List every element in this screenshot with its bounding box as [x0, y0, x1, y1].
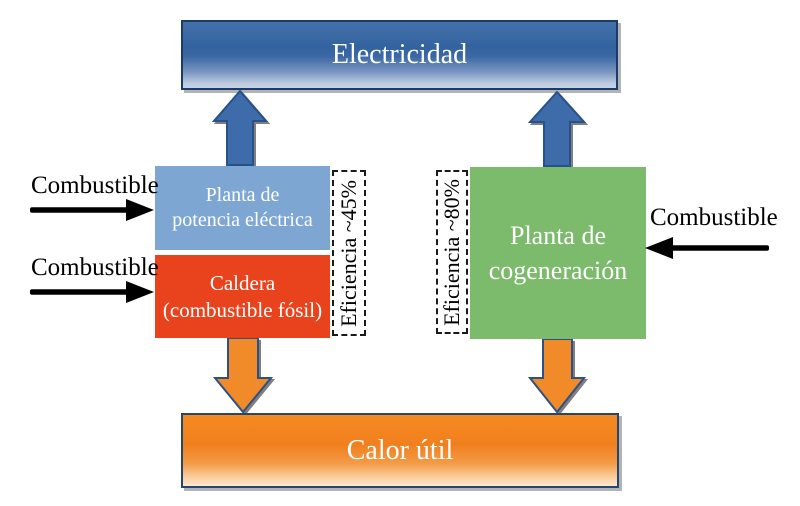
- efficiency-tag-separate: Eficiencia ~45%: [332, 170, 366, 336]
- heat-flow-down-arrow-left: [213, 338, 273, 413]
- power-plant-label-line2: potencia eléctrica: [172, 209, 313, 231]
- fuel-label-cogeneration: Combustible: [650, 204, 778, 231]
- fuel-input-arrow-cogeneration: [645, 237, 769, 259]
- electricity-label: Electricidad: [331, 39, 468, 70]
- fuel-label-power-plant: Combustible: [31, 172, 159, 199]
- electricity-bar: Electricidad: [181, 20, 618, 90]
- fuel-input-arrow-power-plant: [30, 199, 154, 221]
- efficiency-tag-cogeneration: Eficiencia ~80%: [436, 170, 468, 334]
- heat-flow-down-arrow-right: [528, 339, 586, 413]
- cogeneration-label-line1: Planta de: [509, 220, 607, 250]
- cogeneration-label-line2: cogeneración: [488, 256, 628, 285]
- electricity-flow-up-arrow-right: [528, 91, 586, 167]
- fuel-input-arrow-boiler: [30, 281, 154, 303]
- efficiency-45-label: Eficiencia ~45%: [336, 179, 361, 327]
- boiler-label-line1: Caldera: [209, 271, 276, 296]
- useful-heat-label: Calor útil: [346, 434, 454, 466]
- boiler-box: Caldera (combustible fósil): [155, 255, 330, 338]
- efficiency-80-label: Eficiencia ~80%: [439, 178, 464, 326]
- fuel-label-boiler: Combustible: [31, 254, 159, 281]
- power-plant-box: Planta de potencia eléctrica: [155, 166, 330, 250]
- electricity-flow-up-arrow-left: [212, 90, 268, 166]
- boiler-label-line2: (combustible fósil): [162, 297, 323, 322]
- useful-heat-bar: Calor útil: [181, 413, 619, 488]
- cogeneration-plant-box: Planta de cogeneración: [470, 167, 646, 339]
- power-plant-label-line1: Planta de: [205, 184, 280, 206]
